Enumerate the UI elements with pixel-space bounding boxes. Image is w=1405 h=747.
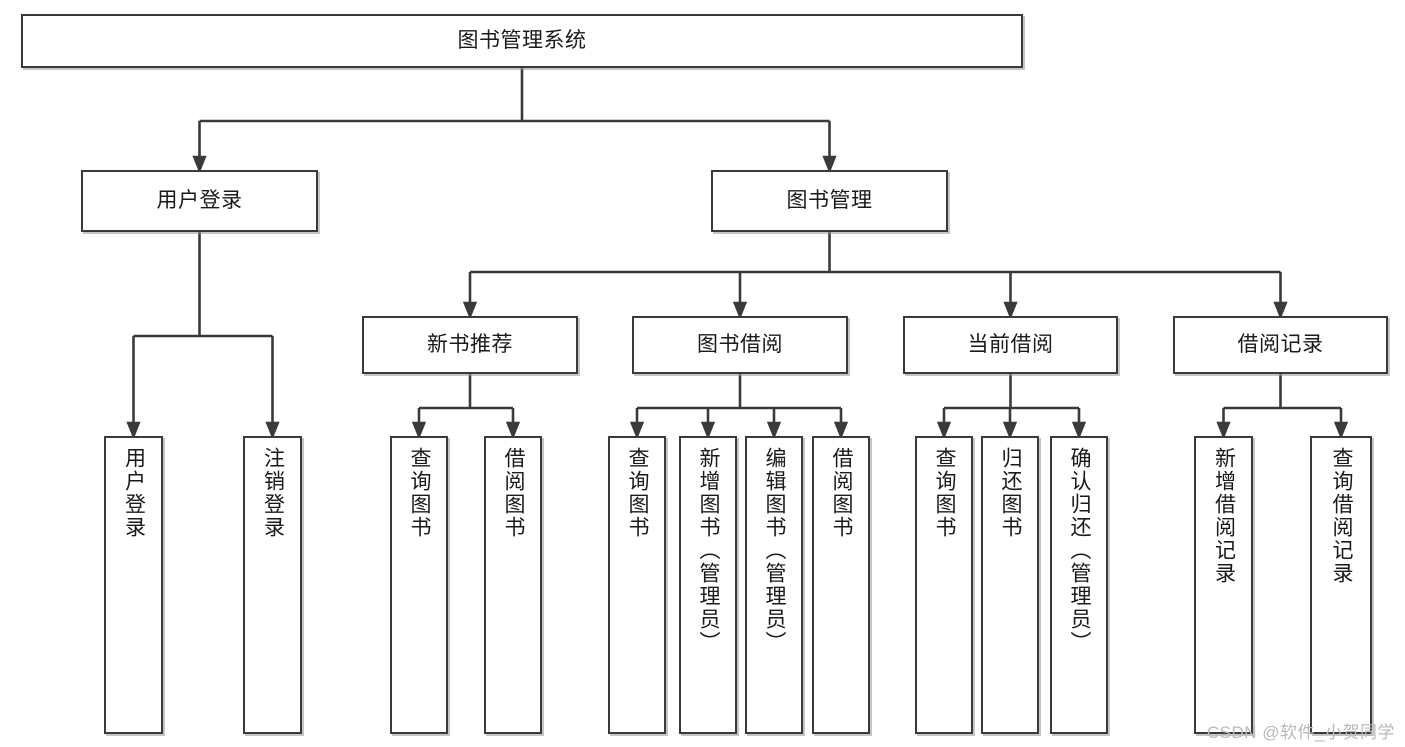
node-leaf-query-book-1[interactable]: 查询图书 [390,436,448,734]
connector-arrow-leaf-user-login [126,336,141,440]
node-new-book-rec[interactable]: 新书推荐 [362,316,578,374]
node-label-leaf-add-borrow-record: 新增借阅记录 [1212,447,1236,585]
connector-group [126,68,1349,440]
node-label-leaf-query-book-2: 查询图书 [626,447,650,539]
node-label-leaf-query-book-1: 查询图书 [408,447,432,539]
connector-arrow-leaf-user-logout [265,336,280,440]
node-current-borrow[interactable]: 当前借阅 [903,316,1118,374]
node-label-new-book-rec: 新书推荐 [427,333,513,357]
connector-arrow-leaf-borrow-book-1 [505,408,521,440]
node-label-leaf-add-book-admin: 新增图书（管理员） [697,447,721,654]
node-label-leaf-query-book-3: 查询图书 [933,447,957,539]
node-label-leaf-return-book: 归还图书 [999,447,1023,539]
node-book-manage[interactable]: 图书管理 [711,170,948,232]
connector-arrow-user-login [192,121,207,174]
connector-arrow-leaf-query-book-3 [936,408,952,440]
node-leaf-query-borrow-record[interactable]: 查询借阅记录 [1310,436,1372,734]
node-label-leaf-user-login: 用户登录 [122,447,146,539]
node-leaf-query-book-2[interactable]: 查询图书 [608,436,666,734]
node-leaf-confirm-return-admin[interactable]: 确认归还（管理员） [1050,436,1108,734]
connector-arrow-leaf-query-book-2 [629,408,645,440]
node-leaf-return-book[interactable]: 归还图书 [981,436,1039,734]
node-label-borrow-record: 借阅记录 [1237,333,1324,357]
connector-arrow-leaf-return-book [1002,408,1018,440]
node-leaf-edit-book-admin[interactable]: 编辑图书（管理员） [745,436,803,734]
node-label-leaf-borrow-book-1: 借阅图书 [502,447,526,539]
connector-arrow-leaf-confirm-return-admin [1071,408,1087,440]
node-leaf-add-book-admin[interactable]: 新增图书（管理员） [679,436,737,734]
connector-arrow-leaf-query-book-1 [411,408,427,440]
node-label-root: 图书管理系统 [457,29,587,53]
connector-arrow-book-borrow [732,272,748,320]
node-label-current-borrow: 当前借阅 [967,333,1054,357]
connector-arrow-leaf-edit-book-admin [766,408,782,440]
connector-arrow-leaf-add-book-admin [700,408,716,440]
node-label-leaf-confirm-return-admin: 确认归还（管理员） [1068,447,1092,654]
connector-arrow-book-manage [822,121,837,174]
node-label-leaf-borrow-book-2: 借阅图书 [830,447,854,539]
node-leaf-borrow-book-2[interactable]: 借阅图书 [812,436,870,734]
node-label-book-manage: 图书管理 [786,189,873,213]
node-book-borrow[interactable]: 图书借阅 [632,316,848,374]
connector-arrow-leaf-add-borrow-record [1216,408,1231,440]
node-label-book-borrow: 图书借阅 [697,333,783,357]
connector-arrow-borrow-record [1273,272,1288,320]
node-leaf-user-logout[interactable]: 注销登录 [243,436,302,734]
node-leaf-add-borrow-record[interactable]: 新增借阅记录 [1194,436,1253,734]
node-leaf-user-login[interactable]: 用户登录 [104,436,163,734]
node-label-leaf-query-borrow-record: 查询借阅记录 [1330,447,1354,585]
node-leaf-query-book-3[interactable]: 查询图书 [915,436,973,734]
node-root[interactable]: 图书管理系统 [21,14,1023,68]
node-label-leaf-edit-book-admin: 编辑图书（管理员） [763,447,787,654]
connector-arrow-new-book-rec [462,272,478,320]
node-borrow-record[interactable]: 借阅记录 [1173,316,1388,374]
node-leaf-borrow-book-1[interactable]: 借阅图书 [484,436,542,734]
connector-arrow-leaf-query-borrow-record [1333,408,1349,440]
connector-arrow-leaf-borrow-book-2 [833,408,849,440]
watermark-text: CSDN @软件_小贺同学 [1206,723,1395,742]
node-label-leaf-user-logout: 注销登录 [261,447,285,539]
node-user-login[interactable]: 用户登录 [81,170,318,232]
node-label-user-login: 用户登录 [156,189,243,213]
connector-arrow-current-borrow [1003,272,1018,320]
